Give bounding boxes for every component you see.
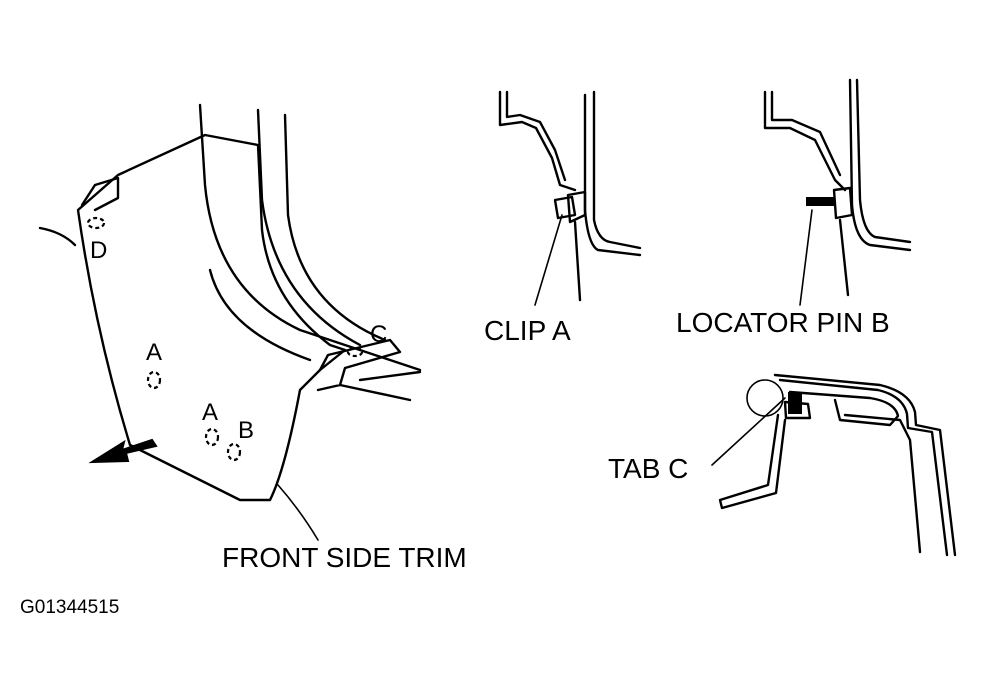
front-side-trim-panel [38,103,422,541]
locator-pin-b-detail [763,78,912,306]
point-b-label: B [238,417,254,444]
removal-direction-arrow [88,438,158,464]
clip-a-detail [498,90,642,306]
tab-c-label: TAB C [608,453,688,484]
point-a-lower-label: A [202,399,218,426]
point-d-label: D [90,237,107,264]
point-c-label: C [370,321,387,348]
figure-code: G01344515 [20,597,119,618]
point-a-upper-label: A [146,339,162,366]
clip-a-label: CLIP A [484,315,571,346]
locator-pin-b-label: LOCATOR PIN B [676,307,890,338]
tab-c-detail [711,373,957,557]
front-side-trim-label: FRONT SIDE TRIM [222,542,467,573]
